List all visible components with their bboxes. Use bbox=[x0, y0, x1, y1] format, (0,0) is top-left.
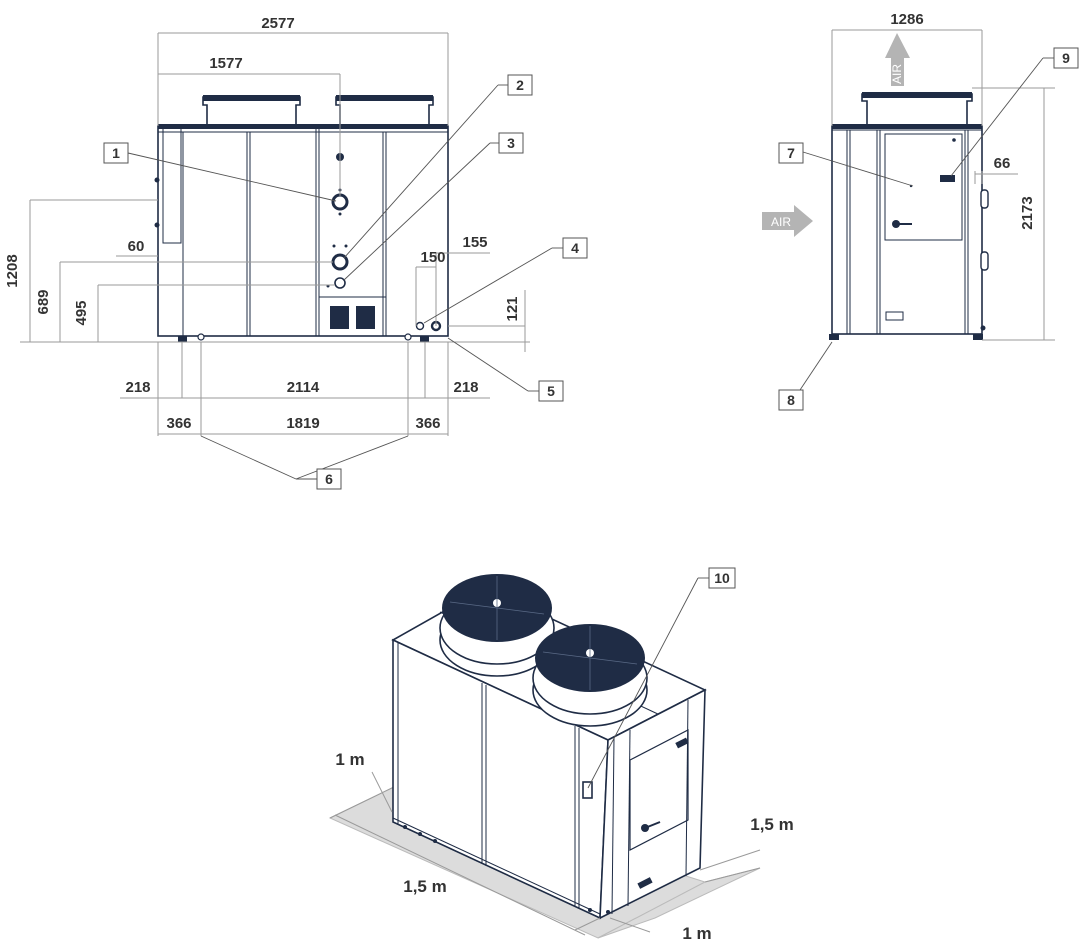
front-fan-right bbox=[335, 95, 434, 126]
svg-text:1: 1 bbox=[112, 145, 120, 161]
dim-height-689: 689 bbox=[35, 289, 52, 314]
dim-side-width: 1286 bbox=[890, 11, 923, 28]
front-view: 2577 1577 1208 689 495 60 150 155 121 21… bbox=[4, 15, 588, 490]
clearance-right-side: 1,5 m bbox=[750, 815, 793, 834]
dim-offset-150: 150 bbox=[420, 249, 445, 266]
dim-offset-60: 60 bbox=[128, 238, 145, 255]
side-dimension-lines bbox=[831, 29, 1055, 341]
front-grille bbox=[330, 306, 375, 329]
side-fan bbox=[861, 92, 973, 126]
iso-fan-right bbox=[532, 624, 648, 727]
svg-text:6: 6 bbox=[325, 471, 333, 487]
iso-view: 1 m 1,5 m 1,5 m 1 m 10 bbox=[328, 567, 794, 943]
clearance-front-right: 1 m bbox=[682, 924, 711, 943]
callout-4: 4 bbox=[423, 237, 588, 324]
dim-offset-66: 66 bbox=[994, 155, 1011, 172]
svg-text:4: 4 bbox=[571, 240, 579, 256]
svg-text:9: 9 bbox=[1062, 50, 1070, 66]
side-view: 1286 2173 66 AIR AIR 7 8 9 bbox=[762, 11, 1079, 411]
svg-text:8: 8 bbox=[787, 392, 795, 408]
dim-overall-width: 2577 bbox=[261, 15, 294, 32]
front-dimension-lines bbox=[20, 32, 530, 436]
dim-foot-366-left: 366 bbox=[166, 415, 191, 432]
clearance-back-left: 1 m bbox=[335, 750, 364, 769]
dim-height-1208: 1208 bbox=[4, 254, 21, 287]
svg-text:AIR: AIR bbox=[771, 215, 791, 229]
svg-text:5: 5 bbox=[547, 383, 555, 399]
callout-10: 10 bbox=[587, 567, 736, 789]
iso-dimension-lines bbox=[334, 771, 761, 936]
svg-text:10: 10 bbox=[714, 570, 730, 586]
dim-offset-155: 155 bbox=[462, 234, 487, 251]
control-panel-door bbox=[884, 133, 963, 241]
front-fan-left bbox=[202, 95, 301, 126]
dim-side-height: 2173 bbox=[1019, 196, 1036, 229]
dim-height-121: 121 bbox=[504, 296, 521, 321]
callout-5: 5 bbox=[447, 337, 564, 402]
svg-text:2: 2 bbox=[516, 77, 524, 93]
callout-1: 1 bbox=[103, 142, 337, 202]
dim-inlet-offset: 1577 bbox=[209, 55, 242, 72]
svg-text:3: 3 bbox=[507, 135, 515, 151]
dim-foot-span-1819: 1819 bbox=[286, 415, 319, 432]
air-arrow-side: AIR bbox=[762, 205, 813, 237]
callout-2: 2 bbox=[343, 74, 533, 259]
callout-8: 8 bbox=[778, 341, 833, 411]
front-casing bbox=[157, 125, 449, 337]
dim-foot-366-right: 366 bbox=[415, 415, 440, 432]
clearance-front-long: 1,5 m bbox=[403, 877, 446, 896]
dim-foot-218-left: 218 bbox=[125, 379, 150, 396]
dim-height-495: 495 bbox=[73, 300, 90, 325]
svg-text:7: 7 bbox=[787, 145, 795, 161]
air-arrow-up: AIR bbox=[885, 33, 910, 86]
callout-7: 7 bbox=[778, 142, 914, 187]
dim-foot-218-right: 218 bbox=[453, 379, 478, 396]
svg-text:AIR: AIR bbox=[890, 64, 904, 84]
callout-3: 3 bbox=[343, 132, 524, 281]
callout-6: 6 bbox=[200, 435, 409, 490]
drain-connection bbox=[326, 277, 346, 289]
side-casing bbox=[831, 125, 983, 335]
callout-9: 9 bbox=[950, 47, 1079, 177]
dim-foot-span-2114: 2114 bbox=[287, 379, 320, 396]
iso-fan-left bbox=[439, 574, 555, 677]
